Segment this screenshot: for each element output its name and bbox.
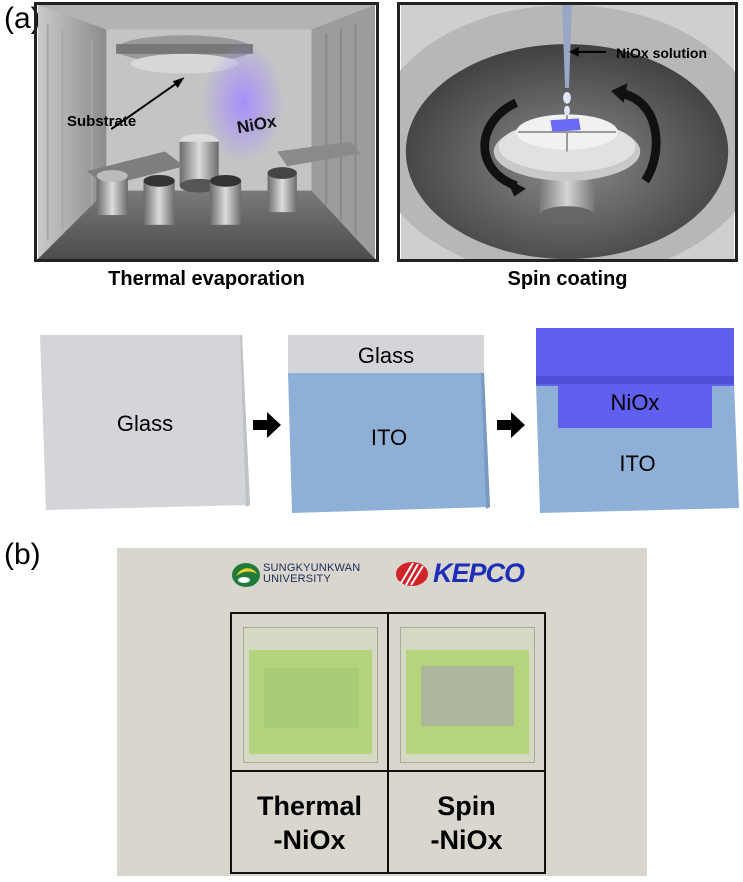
thermal-evaporation-caption: Thermal evaporation — [108, 268, 305, 290]
glass-slab — [40, 335, 250, 510]
university-name-line1: SUNGKYUNKWAN — [263, 562, 361, 574]
thermal-niox-caption: Thermal -NiOx — [232, 789, 387, 857]
glass-top-label: Glass — [357, 343, 415, 368]
step-glass-substrate: Glass — [40, 335, 250, 510]
niox-layer-label: NiOx — [610, 390, 660, 415]
step-arrow-2-icon — [497, 412, 525, 443]
spin-niox-sample — [400, 627, 535, 763]
sample-grid: Thermal -NiOx Spin -NiOx — [230, 612, 546, 874]
spin-niox-caption: Spin -NiOx — [389, 789, 544, 857]
ito-layer-label: ITO — [370, 425, 408, 450]
spin-coater-illustration — [400, 5, 735, 259]
spin-coating-caption: Spin coating — [507, 268, 628, 290]
kepco-emblem-icon — [395, 561, 429, 587]
spin-caption-line2: -NiOx — [430, 825, 503, 855]
thermal-niox-film — [264, 668, 359, 728]
evaporation-chamber-illustration — [37, 5, 376, 259]
spin-coating-scene: NiOx solution — [397, 2, 738, 262]
step-ito-glass: Glass ITO — [288, 335, 490, 513]
step-niox-ito: NiOx ITO — [536, 328, 739, 513]
university-name-line2: UNIVERSITY — [263, 573, 332, 585]
thermal-caption-line2: -NiOx — [273, 825, 346, 855]
grid-vertical-divider — [387, 614, 389, 872]
spin-niox-film — [421, 666, 514, 726]
step-arrow-1-icon — [253, 412, 281, 443]
thermal-niox-sample — [243, 627, 378, 763]
grid-horizontal-divider — [232, 770, 544, 772]
sample-photo: SUNGKYUNKWAN UNIVERSITY KEPCO Thermal -N… — [117, 548, 647, 876]
ito-glass-slab — [288, 335, 490, 513]
kepco-logo-text: KEPCO — [433, 558, 525, 588]
panel-b-label: (b) — [4, 538, 41, 571]
niox-ito-slab — [536, 328, 739, 513]
niox-solution-label: NiOx solution — [616, 45, 707, 61]
university-logo-text: SUNGKYUNKWAN UNIVERSITY — [263, 563, 360, 585]
ito-layer-label-final: ITO — [619, 451, 656, 476]
skku-logo-icon — [231, 562, 261, 588]
spin-caption-line1: Spin — [437, 791, 496, 821]
glass-layer-label: Glass — [116, 411, 174, 436]
substrate-label: Substrate — [67, 113, 137, 130]
thermal-caption-line1: Thermal — [256, 791, 363, 821]
thermal-evaporation-scene: Substrate NiOx — [34, 2, 379, 262]
